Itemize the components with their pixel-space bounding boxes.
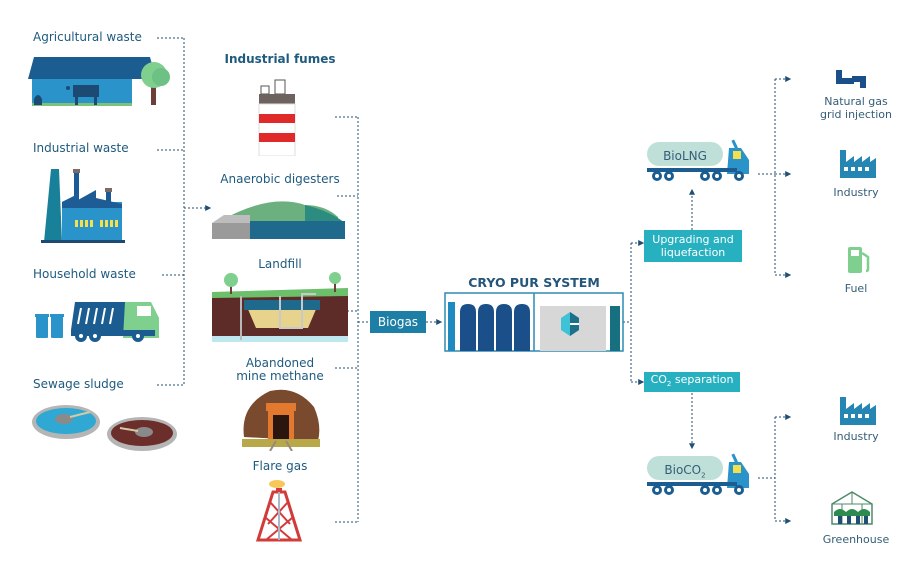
pipe-icon: [836, 70, 866, 88]
upgrading-line2: liquefaction: [660, 246, 726, 259]
biolng-truck-icon: [647, 139, 749, 181]
co2-label: CO2 separation: [650, 372, 734, 389]
factory-icon: [41, 169, 125, 243]
label-sewage-sludge: Sewage sludge: [33, 377, 124, 391]
cryo-pur-title: CRYO PUR SYSTEM: [468, 275, 600, 290]
greenhouse-icon: [831, 491, 873, 525]
label-household-waste: Household waste: [33, 267, 136, 281]
bioco2-truck-icon: [647, 453, 749, 495]
co2-separation-box: CO2 separation: [644, 372, 740, 392]
label-agricultural-waste: Agricultural waste: [33, 30, 142, 44]
factory-icon-lng: [840, 150, 876, 178]
label-anaerobic-digesters: Anaerobic digesters: [220, 172, 340, 186]
label-abandoned-mine-methane: Abandoned mine methane: [220, 357, 340, 383]
output-industry-co2: Industry: [833, 430, 879, 443]
output-greenhouse: Greenhouse: [822, 533, 890, 546]
barn-icon: [28, 57, 170, 106]
output-industry-lng: Industry: [833, 186, 879, 199]
digester-icon: [212, 201, 345, 239]
factory-icon-co2: [840, 397, 876, 425]
output-fuel: Fuel: [844, 282, 868, 295]
output-grid-line1: Natural gas: [824, 95, 888, 108]
output-grid-line2: grid injection: [819, 108, 892, 121]
label-mine-line2: mine methane: [236, 369, 324, 383]
biolng-label: BioLNG: [663, 149, 707, 163]
flare-tower-icon: [256, 480, 303, 542]
landfill-icon: [212, 272, 348, 342]
garbage-truck-icon: [35, 302, 159, 342]
label-industrial-waste: Industrial waste: [33, 141, 129, 155]
label-industrial-fumes: Industrial fumes: [224, 52, 336, 66]
fuel-pump-icon: [848, 247, 870, 273]
sludge-basin-icon: [32, 405, 177, 451]
biogas-box: Biogas: [370, 311, 426, 333]
bioco2-label: BioCO2: [664, 463, 706, 480]
mine-icon: [242, 389, 320, 451]
chimney-icon: [258, 79, 296, 156]
label-mine-line1: Abandoned: [245, 356, 315, 370]
upgrading-liquefaction-box: Upgrading and liquefaction: [644, 230, 742, 262]
cryo-pur-system-icon: [444, 292, 624, 352]
label-flare-gas: Flare gas: [252, 459, 308, 473]
upgrading-line1: Upgrading and: [652, 233, 734, 246]
output-natural-gas-grid: Natural gas grid injection: [800, 95, 912, 121]
label-landfill: Landfill: [258, 257, 302, 271]
